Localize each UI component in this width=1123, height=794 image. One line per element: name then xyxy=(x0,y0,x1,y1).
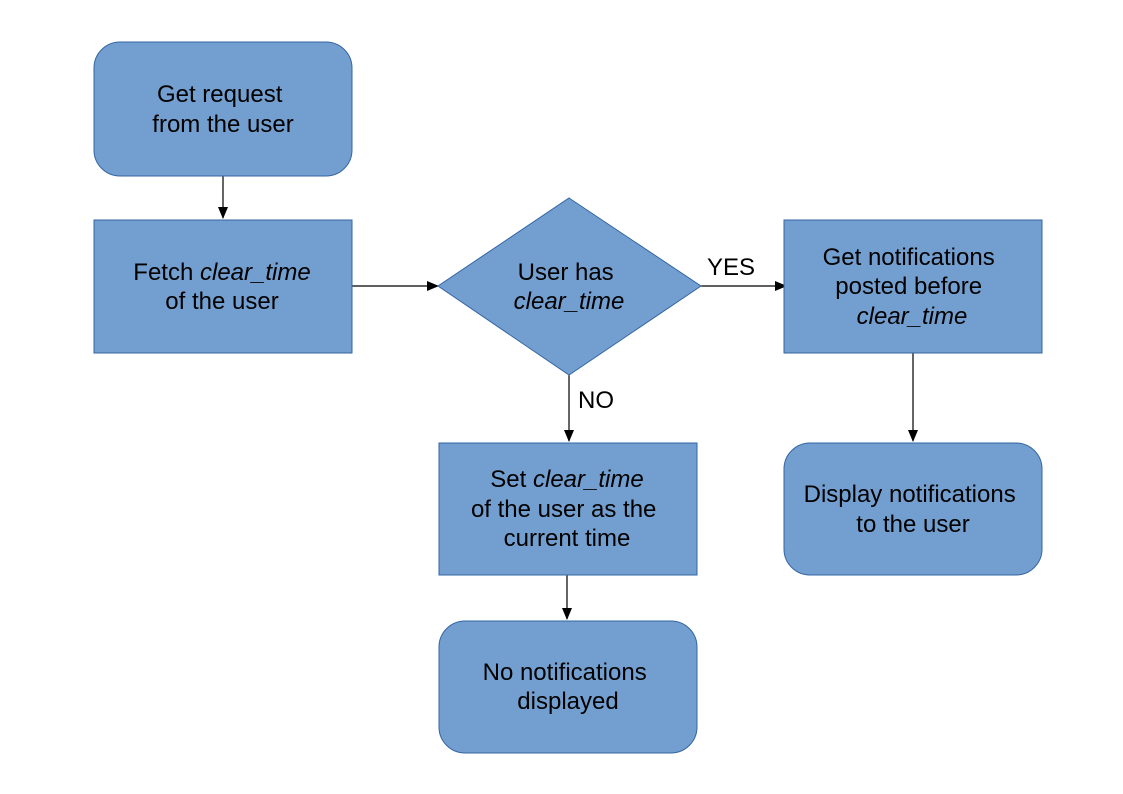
node-fetch-clear-time-line2: of the user xyxy=(165,288,278,315)
node-get-notifications-line1: Get notifications xyxy=(823,244,995,271)
node-get-request-line2: from the user xyxy=(152,111,293,138)
node-display-notifications-line1: Display notifications xyxy=(804,481,1016,508)
svg-text:Fetch clear_time: Fetch clear_time xyxy=(133,259,310,286)
node-display-notifications-line2: to the user xyxy=(856,511,969,538)
edges xyxy=(218,176,918,620)
svg-text:Set clear_time: Set clear_time xyxy=(490,466,643,493)
no-label: NO xyxy=(578,387,614,414)
node-decision-shape xyxy=(437,197,702,376)
node-set-clear-time-line3: current time xyxy=(504,525,631,552)
node-fetch-clear-time-line1-italic: clear_time xyxy=(200,259,311,286)
node-get-request-shape xyxy=(93,41,353,177)
node-no-notifications-line2: displayed xyxy=(517,688,618,715)
node-fetch-clear-time: Fetch clear_time of the user xyxy=(93,219,353,354)
node-display-notifications-shape xyxy=(783,442,1043,576)
yes-label: YES xyxy=(707,254,755,281)
node-set-clear-time-shape xyxy=(438,442,698,576)
svg-text:of the user as the curre: of the user as the current time xyxy=(471,496,663,552)
svg-text:Get notifications posted: Get notifications posted before clear_ti… xyxy=(823,244,1002,330)
node-display-notifications: Display notifications to the user xyxy=(783,442,1043,576)
node-set-clear-time-line2: of the user as the xyxy=(471,496,656,523)
node-set-clear-time-line1-plain: Set xyxy=(490,466,533,493)
node-get-request-line1: Get request xyxy=(157,81,283,108)
node-set-clear-time-line1-italic: clear_time xyxy=(533,466,644,493)
node-get-notifications: Get notifications posted before clear_ti… xyxy=(783,219,1043,354)
svg-text:Display notifications to: Display notifications to the user xyxy=(804,481,1023,538)
node-get-request: Get request from the user xyxy=(93,41,353,177)
node-fetch-clear-time-line1-plain: Fetch xyxy=(133,259,200,286)
svg-text:Get request from the use: Get request from the user xyxy=(152,81,293,138)
node-no-notifications-shape xyxy=(438,620,698,754)
node-get-notifications-line2: posted before xyxy=(835,273,982,300)
svg-text:User has clear_time: User has clear_time xyxy=(514,259,625,315)
node-no-notifications: No notifications displayed xyxy=(438,620,698,754)
node-get-notifications-line3: clear_time xyxy=(857,303,968,330)
node-get-notifications-shape xyxy=(783,219,1043,354)
node-decision-line2: clear_time xyxy=(514,288,625,315)
node-no-notifications-line1: No notifications xyxy=(483,659,647,686)
node-fetch-clear-time-shape xyxy=(93,219,353,354)
node-decision-line1: User has xyxy=(518,259,614,286)
svg-text:No notifications display: No notifications displayed xyxy=(483,659,654,715)
node-set-clear-time: Set clear_time of the user as the curren… xyxy=(438,442,698,576)
node-decision: User has clear_time xyxy=(437,197,702,376)
